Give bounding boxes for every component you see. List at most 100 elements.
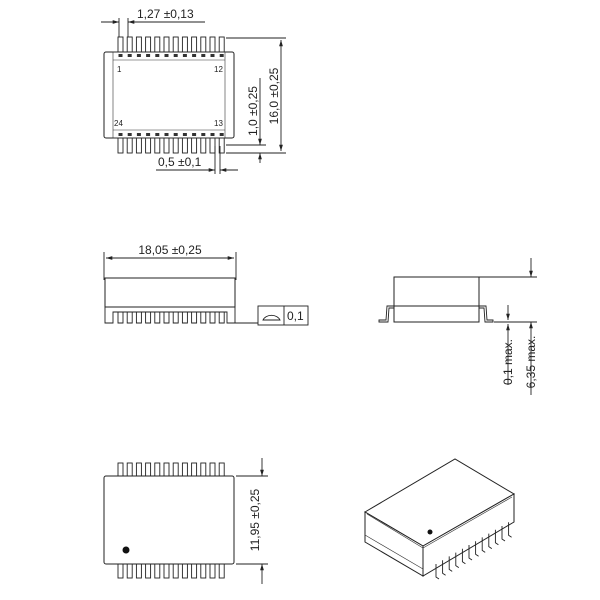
pad [164, 54, 169, 57]
pad [118, 54, 123, 57]
pin [145, 563, 152, 579]
pin [172, 462, 179, 477]
pin [200, 462, 207, 477]
pin [145, 36, 152, 53]
pin [154, 462, 161, 477]
pin [154, 137, 161, 154]
pin [200, 563, 207, 579]
side-pin [126, 312, 133, 324]
pin [181, 137, 188, 154]
iso-pin [508, 522, 512, 538]
pad [127, 54, 132, 57]
pin-label-1: 1 [117, 65, 122, 74]
end-view: 0,1 max. 6,35 max. [378, 258, 538, 395]
pin [209, 137, 216, 154]
iso-pin [448, 556, 453, 572]
pin [126, 137, 133, 154]
lead-length-label: 1,0 ±0,25 [246, 86, 260, 136]
tolerance-frame: 0,1 [257, 305, 309, 326]
pin [209, 36, 216, 53]
pin [172, 563, 179, 579]
pin [200, 137, 207, 154]
profile-of-surface-icon [262, 314, 281, 321]
pin [154, 36, 161, 53]
pin [135, 462, 142, 477]
pin [126, 462, 133, 477]
side-pin [200, 312, 207, 324]
side-pin [145, 312, 152, 324]
pad [146, 54, 151, 57]
pin [209, 462, 216, 477]
pad [192, 54, 197, 57]
iso-pin [488, 533, 493, 549]
pad [201, 54, 206, 57]
iso-pin [442, 560, 446, 576]
pad [155, 54, 160, 57]
side-view-body [104, 277, 236, 308]
pin [218, 36, 225, 53]
pin [191, 137, 198, 154]
pin [145, 137, 152, 154]
side-pin [172, 312, 179, 324]
lead-length-dimension: 1,0 ±0,25 [226, 78, 266, 163]
lead-width-dimension: 0,5 ±0,1 [156, 146, 238, 174]
pad [136, 133, 141, 136]
iso-pin1-dot [427, 529, 433, 535]
side-pin [191, 312, 198, 324]
side-pin [218, 312, 225, 324]
top-view-inner-outline [112, 51, 226, 139]
pin [126, 36, 133, 53]
side-pin [117, 312, 124, 324]
side-pin [209, 312, 216, 324]
pin [163, 462, 170, 477]
bottom-width-label: 11,95 ±0,25 [248, 488, 262, 551]
pin [126, 563, 133, 579]
pad [201, 133, 206, 136]
pin [163, 137, 170, 154]
lead-width-label: 0,5 ±0,1 [158, 155, 202, 169]
isometric-view [364, 458, 515, 580]
pad [146, 133, 151, 136]
pin [209, 563, 216, 579]
bottom-view-body [103, 475, 235, 565]
iso-pin [501, 526, 506, 542]
pad [136, 54, 141, 57]
pin [117, 563, 124, 579]
pin-label-13: 13 [214, 119, 223, 128]
length-dimension: 16,0 ±0,25 [226, 37, 286, 154]
pin [181, 563, 188, 579]
pin1-marker-dot [122, 546, 130, 554]
iso-pin [481, 537, 486, 553]
pin [172, 36, 179, 53]
iso-pin [475, 541, 479, 557]
pin [218, 563, 225, 579]
pin [163, 36, 170, 53]
pin [191, 563, 198, 579]
pad [155, 133, 160, 136]
pin [181, 36, 188, 53]
pitch-dimension: 1,27 ±0,13 [101, 7, 205, 37]
iso-pin [468, 545, 473, 561]
pin [218, 462, 225, 477]
bottom-view: 11,95 ±0,25 [103, 458, 268, 584]
iso-pin [461, 548, 466, 565]
pad [210, 54, 215, 57]
top-view-pads [118, 54, 224, 136]
side-width-label: 18,05 ±0,25 [138, 243, 202, 257]
side-view: 18,05 ±0,25 0,1 [103, 243, 309, 326]
pin [181, 462, 188, 477]
pad [219, 133, 224, 136]
pin [117, 36, 124, 53]
length-label: 16,0 ±0,25 [267, 67, 281, 124]
iso-pins [435, 522, 512, 580]
pin [172, 137, 179, 154]
pin [145, 462, 152, 477]
pad [182, 54, 187, 57]
side-pin [163, 312, 170, 324]
pin [117, 137, 124, 154]
iso-pin [435, 564, 440, 580]
pin [191, 36, 198, 53]
tolerance-value: 0,1 [287, 309, 304, 323]
pad [127, 133, 132, 136]
